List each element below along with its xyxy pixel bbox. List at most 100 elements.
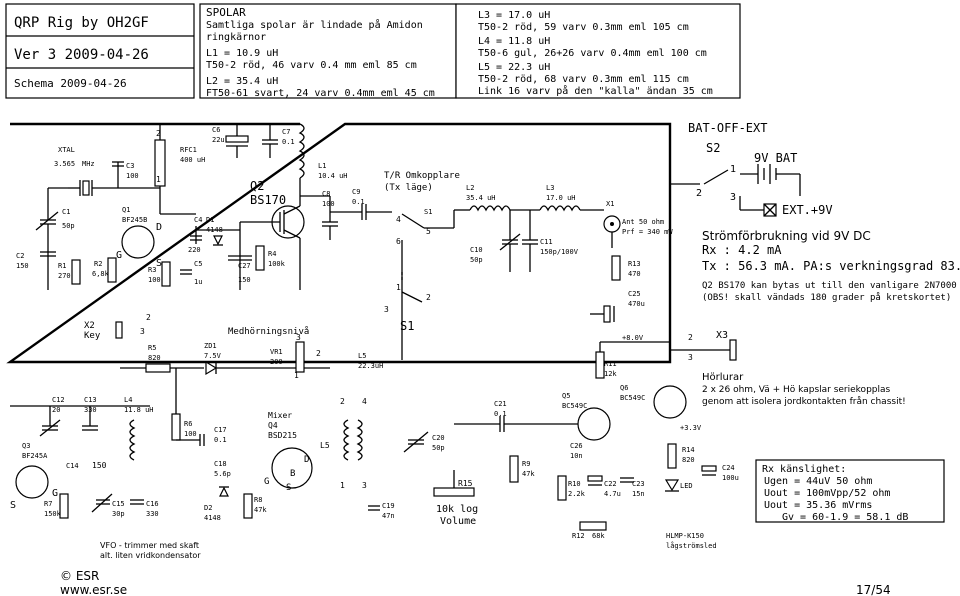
r3-label: R3 — [148, 266, 156, 274]
l3-value: 17.0 uH — [546, 194, 576, 202]
headphone-jack — [729, 339, 737, 361]
x3-label: X3 — [716, 330, 728, 341]
q3-value: BF245A — [22, 452, 48, 460]
coil-l3-b: T50-2 röd, 59 varv 0.3mm eml 105 cm — [478, 22, 689, 33]
volume-potentiometer[interactable] — [433, 487, 475, 497]
c25-label: C25 — [628, 290, 641, 298]
c17-label: C17 — [214, 426, 227, 434]
s2-switch — [703, 169, 729, 185]
r3-value: 100 — [148, 276, 161, 284]
q4-label: Q4 — [268, 421, 278, 430]
c16-label: C16 — [146, 500, 159, 508]
c19-label: C19 — [382, 502, 395, 510]
c24-value: 100u — [722, 474, 739, 482]
r9-value: 47k — [522, 470, 535, 478]
c24-symbol — [701, 465, 717, 472]
l5-top-label: L5 — [358, 352, 366, 360]
coil-l1-b: T50-2 röd, 46 varv 0.4 mm eml 85 cm — [206, 60, 417, 71]
l3-label: L3 — [546, 184, 554, 192]
r2-label: R2 — [94, 260, 102, 268]
c14-value: 150 — [92, 461, 107, 470]
q4-drain: D — [304, 455, 309, 465]
led-label: LED — [680, 482, 693, 490]
rx-gain: Gv = 60-1.9 = 58.1 dB — [782, 512, 908, 523]
q4-gate: G — [264, 477, 269, 487]
volume-value: 10k log — [436, 504, 478, 515]
tr-switch-mode: (Tx läge) — [384, 183, 433, 193]
c3-value: 100 — [126, 172, 139, 180]
xtal-freq: 3.565 — [54, 160, 75, 168]
website-url[interactable]: www.esr.se — [60, 583, 127, 596]
title-line2: Ver 3 2009-04-26 — [14, 47, 149, 63]
s1-label: S1 — [400, 319, 414, 333]
r11-value: 12k — [604, 370, 617, 378]
c11-value: 150p/100V — [540, 248, 579, 256]
c8-label: C8 — [322, 190, 330, 198]
r11-symbol — [595, 351, 605, 379]
q1-source: S — [156, 258, 162, 269]
l5-pin4: 4 — [362, 397, 367, 406]
xtal-mhz: MHz — [82, 160, 95, 168]
l4-coil — [129, 419, 136, 461]
vr1-pin1: 1 — [294, 371, 299, 380]
coil-notes-right — [455, 3, 741, 99]
c12-label: C12 — [52, 396, 65, 404]
c16-value: 330 — [146, 510, 159, 518]
s1-top-label: S1 — [424, 208, 432, 216]
s2-pin1: 1 — [730, 164, 736, 175]
led-type: lågströmsled — [666, 541, 717, 550]
c25-symbol — [603, 305, 611, 323]
r5-label: R5 — [148, 344, 156, 352]
l5-secondary — [356, 419, 363, 461]
tr-switch-label: T/R Omkopplare — [384, 171, 460, 181]
q4-bulk: B — [290, 469, 295, 479]
q1-label: Q1 — [122, 206, 130, 214]
q3-gate: G — [52, 488, 58, 499]
r10-value: 2.2k — [568, 490, 586, 498]
headphones-note-1: 2 x 26 ohm, Vä + Hö kapslar seriekopplas — [702, 385, 891, 395]
r12-symbol — [579, 521, 607, 531]
coil-l3-a: L3 = 17.0 uH — [478, 10, 550, 21]
c8-value: 100 — [322, 200, 335, 208]
rfc1-value: 400 uH — [180, 156, 205, 164]
r5-value: 820 — [148, 354, 161, 362]
l2-label: L2 — [466, 184, 474, 192]
l2-value: 35.4 uH — [466, 194, 496, 202]
r12-label: R12 — [572, 532, 585, 540]
q6-transistor — [653, 385, 687, 419]
q5-value: BC549C — [562, 402, 587, 410]
plus8v-label: +8.0V — [622, 334, 644, 342]
vr1-label: VR1 — [270, 348, 283, 356]
c2-value: 150 — [16, 262, 29, 270]
ext-9v-label: EXT.+9V — [782, 203, 833, 217]
r15-label: R15 — [458, 479, 473, 488]
title-box — [5, 3, 195, 99]
c23-value: 15n — [632, 490, 645, 498]
x2-pin3: 3 — [140, 327, 145, 336]
r2-symbol — [107, 257, 117, 283]
c26-value: 10n — [570, 452, 583, 460]
c10-value: 50p — [470, 256, 483, 264]
coil-intro-2: ringkärnor — [206, 32, 266, 43]
c15-value: 30p — [112, 510, 125, 518]
vr1-trimmer — [295, 341, 305, 373]
power-tx: Tx : 56.3 mA. PA:s verkningsgrad 83.2% — [702, 259, 960, 273]
l5-pin1: 1 — [340, 481, 345, 490]
s1-contact-a — [401, 213, 425, 229]
x2-label: X2 — [84, 321, 95, 331]
l5-top-value: 22.3uH — [358, 362, 383, 370]
headphones-heading: Hörlurar — [702, 372, 744, 383]
r11-label: R11 — [604, 360, 617, 368]
q5-transistor — [577, 407, 611, 441]
r13-label: R13 — [628, 260, 641, 268]
q3-label: Q3 — [22, 442, 30, 450]
r3-symbol — [161, 261, 171, 287]
copyright: © ESR — [60, 569, 99, 583]
battery-label: 9V BAT — [754, 151, 797, 165]
vr1-pin3: 3 — [296, 333, 301, 342]
r9-label: R9 — [522, 460, 530, 468]
rx-heading: Rx känslighet: — [762, 464, 846, 475]
q6-value: BC549C — [620, 394, 645, 402]
l5-primary — [343, 419, 350, 461]
r8-label: R8 — [254, 496, 262, 504]
